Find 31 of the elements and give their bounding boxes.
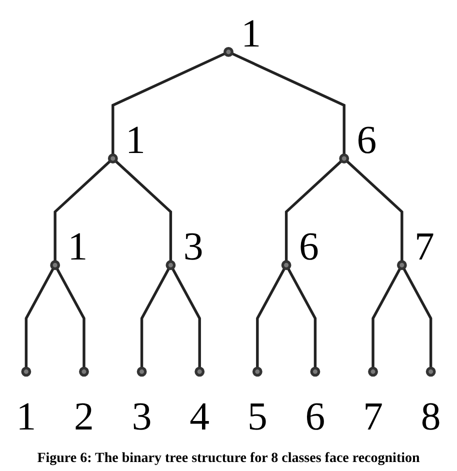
tree-node-circle bbox=[426, 366, 436, 377]
node-value: 1 bbox=[68, 224, 88, 269]
node-value: 7 bbox=[414, 224, 434, 269]
tree-node-circle bbox=[108, 154, 118, 164]
tree-node-circle bbox=[224, 46, 234, 57]
node-value: 1 bbox=[241, 12, 262, 56]
node-value: 6 bbox=[298, 224, 319, 269]
tree-node-circle bbox=[79, 366, 89, 377]
tree-node-circle bbox=[136, 366, 147, 377]
node-value: 1 bbox=[16, 394, 36, 438]
tree-node-circle bbox=[166, 260, 176, 270]
tree-node-circle bbox=[339, 154, 350, 164]
node-value: 8 bbox=[420, 394, 441, 438]
tree-node-circle bbox=[50, 260, 60, 270]
figure-caption: Figure 6: The binary tree structure for 8 classes face recognition bbox=[36, 450, 421, 468]
node-value: 5 bbox=[247, 394, 268, 438]
node-value: 3 bbox=[183, 224, 204, 269]
tree-node-circle bbox=[368, 366, 378, 377]
tree-node-circle bbox=[310, 366, 320, 377]
node-value: 6 bbox=[305, 394, 326, 438]
node-value: 4 bbox=[190, 394, 210, 438]
tree-node-circle bbox=[194, 366, 205, 377]
tree-node-circle bbox=[252, 366, 262, 377]
node-value: 3 bbox=[132, 394, 152, 438]
node-value: 6 bbox=[356, 118, 377, 162]
node-value: 7 bbox=[363, 394, 383, 438]
tree-node-circle bbox=[396, 260, 407, 270]
node-value: 2 bbox=[74, 394, 94, 438]
tree-node-circle bbox=[281, 260, 292, 270]
node-value: 1 bbox=[126, 118, 146, 162]
tree-node-circle bbox=[21, 366, 32, 377]
